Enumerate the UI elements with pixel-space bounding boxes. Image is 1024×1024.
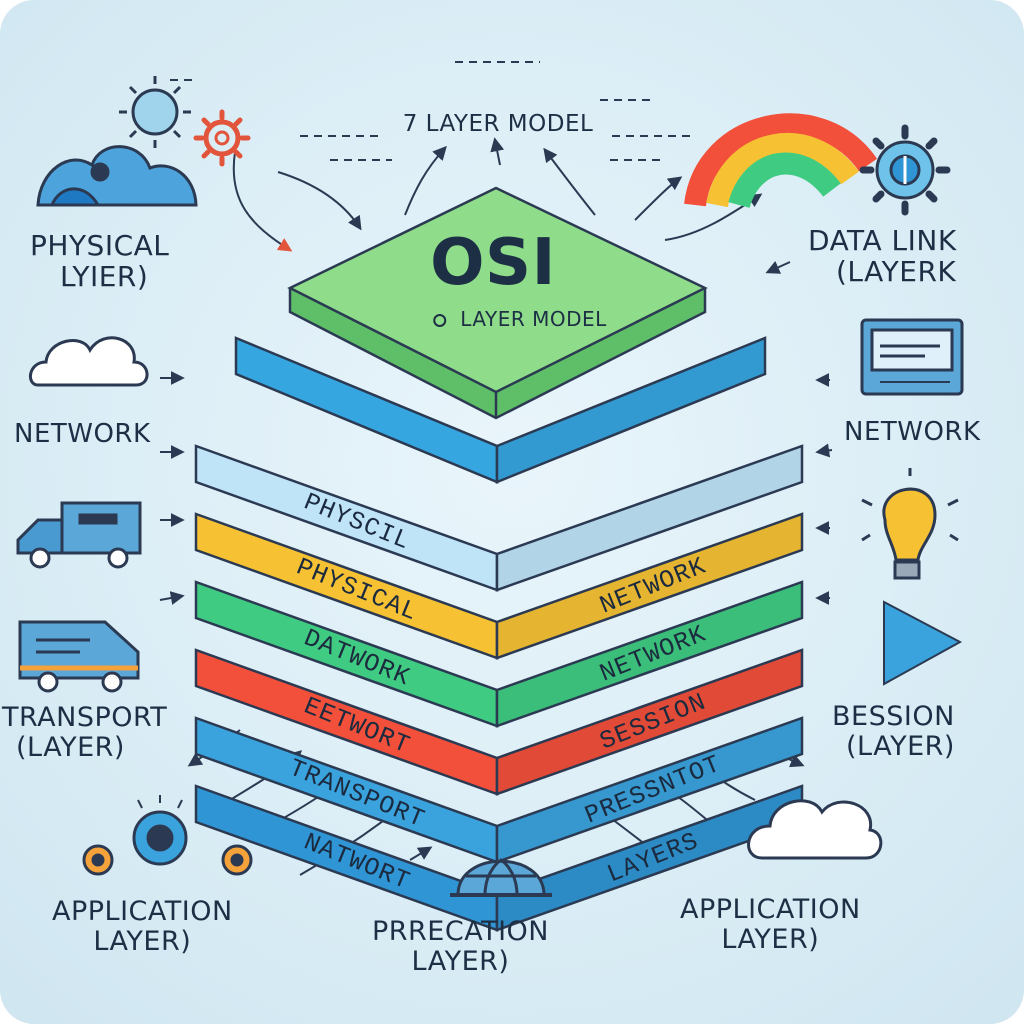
- label-line: DATA LINK: [808, 224, 957, 257]
- globe-icon: [450, 858, 552, 897]
- rainbow-icon: [684, 113, 878, 209]
- cloud-icon: [747, 799, 883, 860]
- bullet-icon: [433, 314, 447, 327]
- network-nodes-icon: [82, 795, 253, 876]
- stack-layer-right-face: [495, 648, 804, 796]
- label-session-layer: BESSION (LAYER): [832, 701, 955, 763]
- label-line: TRANSPORT: [2, 702, 168, 733]
- label-line: LAYER): [721, 924, 820, 956]
- osi-subtitle-text: LAYER MODEL: [460, 307, 607, 331]
- label-application-right: APPLICATION LAYER): [680, 894, 861, 956]
- label-line: (LAYERK: [836, 255, 957, 289]
- sun-icon: [119, 76, 191, 148]
- label-transport-layer: TRANSPORT (LAYER): [2, 702, 168, 764]
- cloud-hills-icon: [36, 145, 198, 207]
- label-line: LAYER): [93, 926, 192, 958]
- label-network-left: NETWORK: [14, 419, 151, 449]
- label-line: LAYER): [411, 946, 510, 978]
- cloud-icon: [29, 336, 149, 387]
- stack-layer-right-label: LAYERS: [603, 827, 703, 890]
- label-line: BESSION: [832, 701, 955, 732]
- label-line: APPLICATION: [52, 896, 233, 927]
- stack-layer-right-face: [495, 580, 804, 728]
- stack-layer-right-face: [495, 444, 804, 592]
- stack-layer: [234, 336, 767, 484]
- van-icon: [18, 620, 140, 693]
- label-line: PRRECATION: [372, 916, 549, 947]
- stack-layer-right-face: [495, 716, 804, 864]
- play-icon: [883, 600, 963, 686]
- label-line: (LAYER): [846, 731, 955, 763]
- decorative-dashes: [170, 61, 690, 161]
- label-line: (LAYER): [16, 732, 125, 764]
- label-data-link-layer: DATA LINK (LAYERK: [808, 225, 957, 288]
- stack-layer-right-face: [495, 512, 804, 660]
- top-osi-slab: [287, 186, 708, 420]
- osi-title: OSI: [430, 226, 556, 300]
- gear-icon: [193, 109, 251, 167]
- label-presentation-layer: PRRECATION LAYER): [372, 916, 549, 978]
- label-line: PHYSICAL: [30, 229, 170, 262]
- truck-icon: [16, 501, 142, 569]
- gear-icon: [859, 124, 951, 216]
- osi-subtitle: LAYER MODEL: [433, 308, 607, 330]
- label-physical-layer: PHYSICAL LYIER): [30, 230, 169, 293]
- label-line: LYIER): [60, 260, 149, 294]
- stack-layer-right-face: [495, 336, 767, 484]
- lightbulb-icon: [861, 468, 959, 580]
- top-label: 7 LAYER MODEL: [402, 111, 594, 137]
- label-network-right: NETWORK: [844, 417, 981, 447]
- label-line: APPLICATION: [680, 894, 861, 925]
- label-application-left: APPLICATION LAYER): [52, 896, 233, 958]
- monitor-icon: [860, 318, 964, 396]
